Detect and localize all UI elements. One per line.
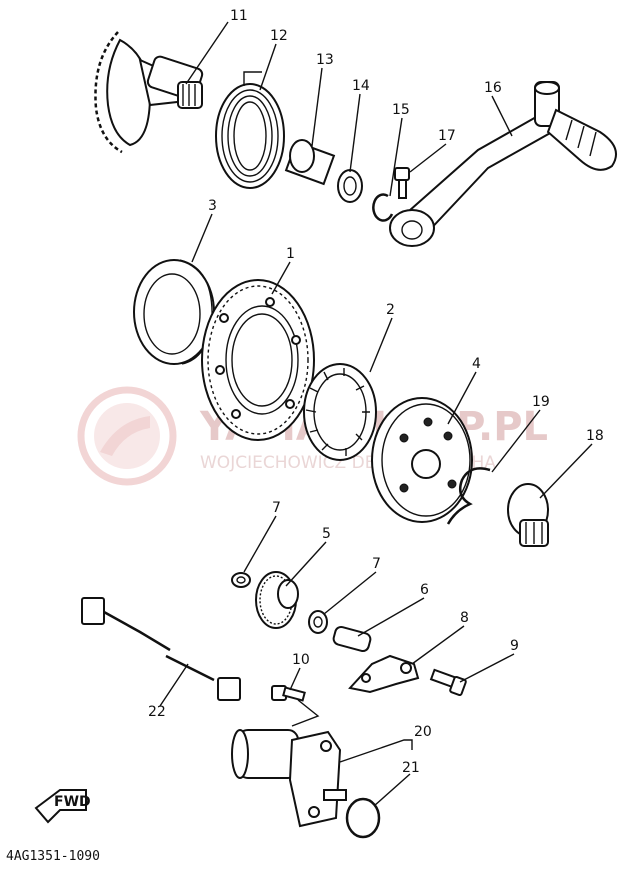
part-o-ring	[345, 797, 381, 839]
part-washer-14	[337, 169, 363, 203]
part-ring-gear	[201, 279, 315, 441]
callout-3: 3	[208, 198, 217, 214]
callout-13: 13	[316, 52, 334, 68]
part-wire-clip	[446, 467, 491, 525]
callout-labels: 11 12 13 14 15 16 17 3 1 2 4 19 18 7 5 7…	[148, 8, 604, 776]
part-washer-7-lower	[308, 610, 328, 634]
drawing-code: 4AG1351-1090	[6, 849, 100, 864]
callout-7-lower: 7	[372, 556, 381, 572]
part-needle-bearing	[303, 363, 377, 461]
callout-12: 12	[270, 28, 288, 44]
part-torsion-spring	[215, 71, 285, 189]
part-washer-7-upper	[231, 572, 251, 588]
callout-17: 17	[438, 128, 456, 144]
part-bolt-9	[429, 668, 467, 697]
part-bolt-10	[271, 685, 306, 702]
callout-9: 9	[510, 638, 519, 654]
callout-1: 1	[286, 246, 295, 262]
part-bolt-17	[394, 167, 410, 199]
part-bushing	[284, 139, 336, 186]
fwd-arrow: FWD	[34, 789, 91, 824]
part-plate	[348, 654, 420, 694]
part-shaft	[332, 625, 372, 653]
callout-21: 21	[402, 760, 420, 776]
callout-19: 19	[532, 394, 550, 410]
callout-4: 4	[472, 356, 481, 372]
part-circlip-15	[372, 193, 394, 222]
part-starter-clutch	[371, 397, 473, 523]
part-wire-lead	[81, 597, 241, 701]
callout-18: 18	[586, 428, 604, 444]
callout-7-upper: 7	[272, 500, 281, 516]
part-kick-crank	[389, 81, 617, 247]
fwd-label: FWD	[54, 794, 91, 810]
callout-6: 6	[420, 582, 429, 598]
callout-10: 10	[292, 652, 310, 668]
part-kick-axle	[94, 31, 204, 154]
callout-5: 5	[322, 526, 331, 542]
leader-lines	[159, 21, 593, 807]
watermark-logo	[77, 386, 177, 486]
callout-14: 14	[352, 78, 370, 94]
callout-16: 16	[484, 80, 502, 96]
callout-8: 8	[460, 610, 469, 626]
callout-15: 15	[392, 102, 410, 118]
callout-22: 22	[148, 704, 166, 720]
callout-11: 11	[230, 8, 248, 24]
callout-2: 2	[386, 302, 395, 318]
callout-20: 20	[414, 724, 432, 740]
part-starter-motor	[231, 729, 347, 828]
part-idle-gear	[507, 483, 549, 547]
